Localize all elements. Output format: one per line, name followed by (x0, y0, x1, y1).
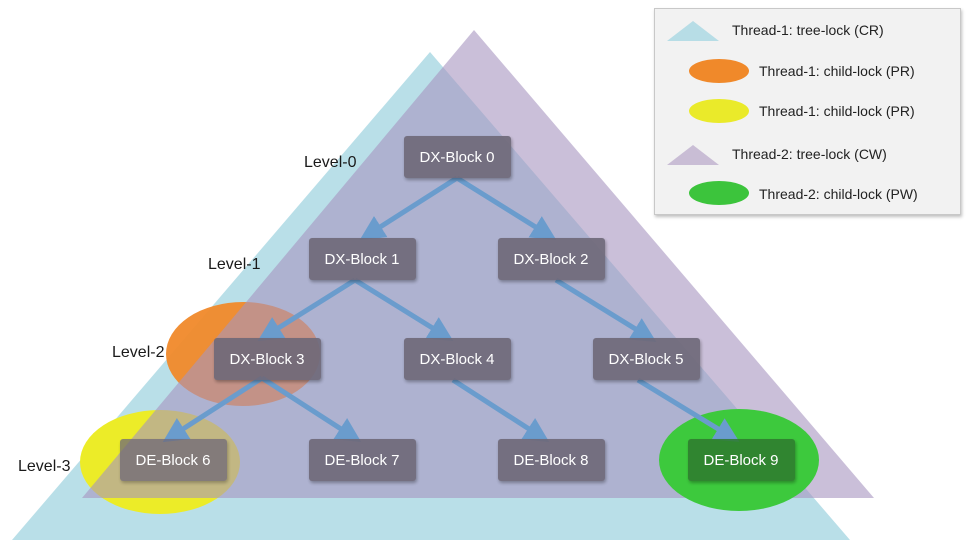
block-3-label: DX-Block 3 (229, 351, 304, 368)
edge-3-6 (162, 375, 264, 443)
block-7: DE-Block 7 (309, 439, 416, 481)
block-4-label: DX-Block 4 (419, 351, 494, 368)
level-3-label: Level-3 (18, 458, 71, 475)
block-6: DE-Block 6 (120, 439, 227, 481)
block-2-label: DX-Block 2 (513, 251, 588, 268)
block-5-label: DX-Block 5 (608, 351, 683, 368)
block-0-label: DX-Block 0 (419, 149, 494, 166)
legend-item-thread1-child-lock-yellow: Thread-1: child-lock (PR) (655, 95, 960, 125)
block-3: DX-Block 3 (214, 338, 321, 380)
edge-5-9 (636, 377, 740, 442)
legend-label: Thread-2: tree-lock (CW) (732, 146, 887, 162)
block-9: DE-Block 9 (688, 439, 795, 481)
triangle-icon (667, 21, 719, 41)
edge-4-8 (451, 377, 550, 443)
ellipse-icon (689, 181, 749, 205)
level-0-label: Level-0 (304, 154, 357, 171)
block-0: DX-Block 0 (404, 136, 511, 178)
edge-1-4 (353, 277, 454, 341)
triangle-icon (667, 145, 719, 165)
block-8-label: DE-Block 8 (513, 452, 588, 469)
level-1-label: Level-1 (208, 256, 261, 273)
legend-item-thread2-tree-lock: Thread-2: tree-lock (CW) (655, 139, 960, 169)
thread2-tree-lock-triangle (82, 30, 874, 498)
block-1: DX-Block 1 (309, 238, 416, 280)
level-2-label: Level-2 (112, 344, 165, 361)
block-4: DX-Block 4 (404, 338, 511, 380)
block-6-label: DE-Block 6 (135, 452, 210, 469)
block-7-label: DE-Block 7 (324, 452, 399, 469)
legend-label: Thread-1: child-lock (PR) (759, 63, 915, 79)
legend-label: Thread-2: child-lock (PW) (759, 186, 918, 202)
edge-3-7 (260, 375, 362, 443)
edge-0-2 (455, 175, 557, 240)
block-8: DE-Block 8 (498, 439, 605, 481)
edge-2-5 (554, 277, 657, 342)
legend-item-thread1-child-lock-orange: Thread-1: child-lock (PR) (655, 55, 960, 85)
legend-label: Thread-1: child-lock (PR) (759, 103, 915, 119)
edge-0-1 (359, 175, 459, 241)
legend: Thread-1: tree-lock (CR) Thread-1: child… (654, 8, 961, 215)
block-2: DX-Block 2 (498, 238, 605, 280)
legend-item-thread1-tree-lock: Thread-1: tree-lock (CR) (655, 15, 960, 45)
block-1-label: DX-Block 1 (324, 251, 399, 268)
legend-item-thread2-child-lock: Thread-2: child-lock (PW) (655, 179, 960, 209)
legend-label: Thread-1: tree-lock (CR) (732, 22, 884, 38)
ellipse-icon (689, 59, 749, 83)
ellipse-icon (689, 99, 749, 123)
block-9-label: DE-Block 9 (703, 452, 778, 469)
tree-edges (162, 175, 740, 443)
edge-1-3 (257, 277, 357, 341)
block-5: DX-Block 5 (593, 338, 700, 380)
